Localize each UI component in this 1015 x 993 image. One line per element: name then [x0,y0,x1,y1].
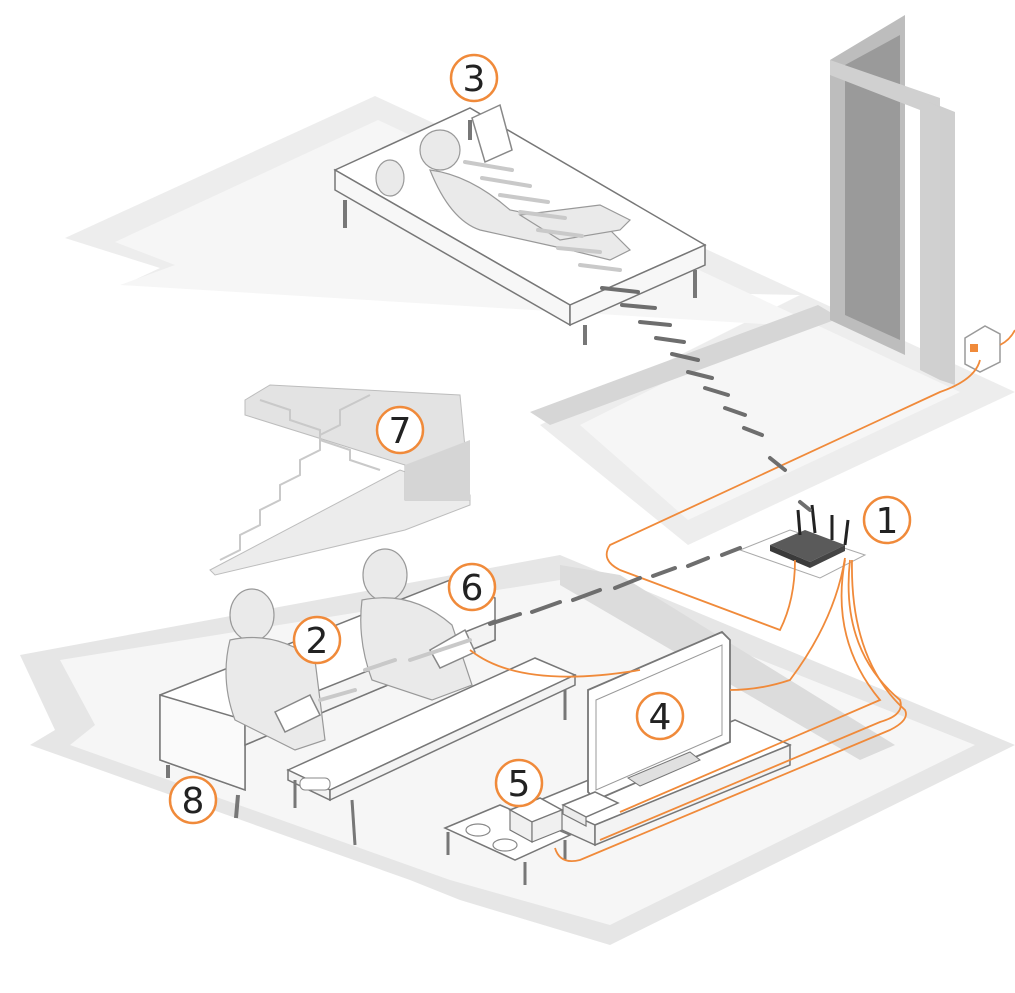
callout-5: 5 [494,758,544,808]
callout-2: 2 [292,615,342,665]
console-table [443,804,572,885]
callout-3: 3 [449,53,499,103]
callout-7-label: 7 [389,411,412,452]
tablet-icon [471,103,513,164]
coffee-table [286,657,577,846]
callout-6-label: 6 [461,568,484,609]
callout-7: 7 [375,405,425,455]
router-icon [738,504,867,579]
person-woman [360,548,473,701]
signal-beams-light [318,160,622,702]
signal-to-laptops [488,546,742,626]
set-top-box [561,791,620,827]
callout-1-label: 1 [876,501,899,542]
callout-4-label: 4 [649,697,672,738]
callout-5-label: 5 [508,764,531,805]
signal-beams [488,286,812,626]
laptop-icon [273,628,476,733]
network-cables [469,329,1015,863]
callout-1: 1 [862,495,912,545]
callout-4: 4 [635,691,685,741]
callout-8: 8 [168,775,218,825]
callout-2-label: 2 [306,621,329,662]
signal-to-tablet [600,286,812,512]
door [830,15,955,385]
stairs [209,384,471,576]
callout-3-label: 3 [463,59,486,100]
callout-8-label: 8 [182,781,205,822]
game-console-icon [465,797,564,852]
wall-socket-icon [964,325,1001,373]
callout-6: 6 [447,562,497,612]
upper-floor [65,96,1015,545]
